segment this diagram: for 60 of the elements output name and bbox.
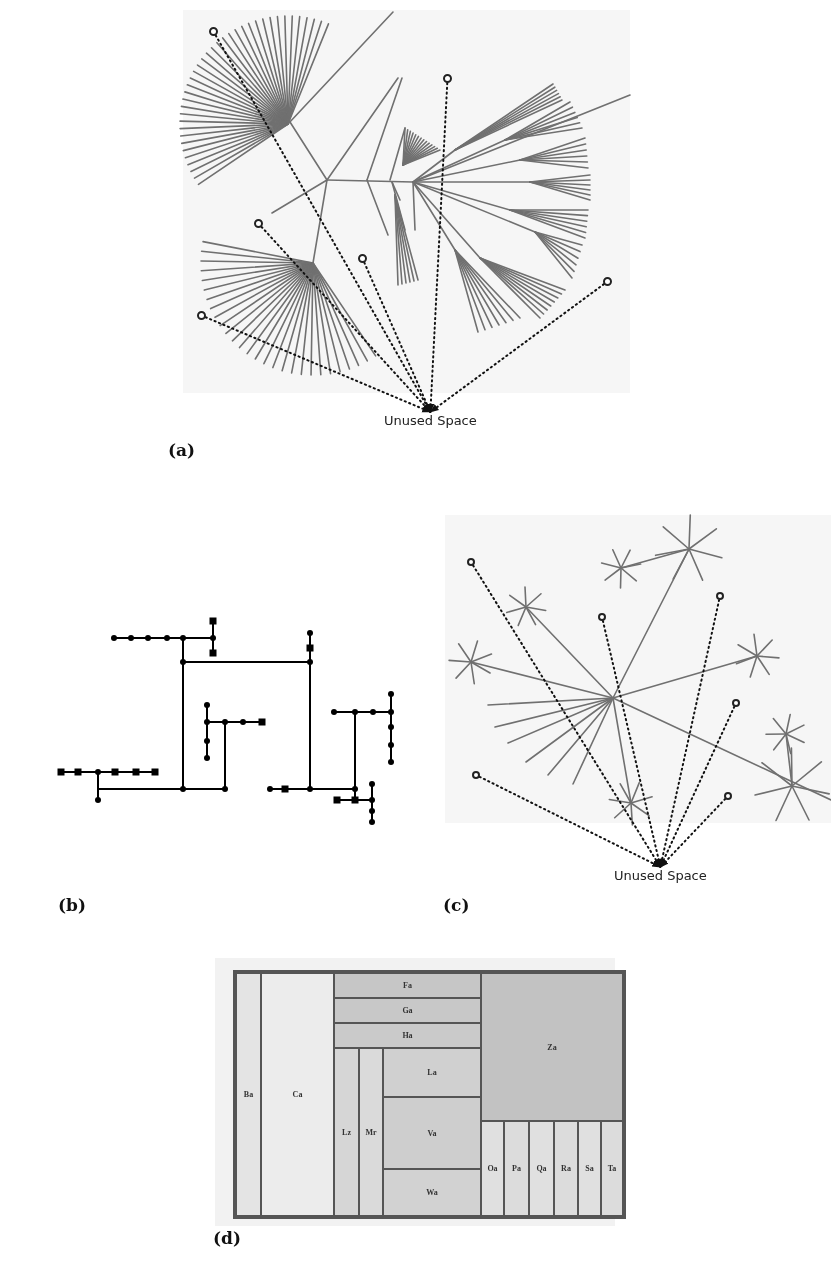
panel-label: (b) bbox=[58, 895, 86, 915]
treemap-cell bbox=[529, 1121, 554, 1216]
dotted-arrow bbox=[478, 775, 662, 868]
cell-label: Mr bbox=[365, 1127, 377, 1137]
marker-circle bbox=[443, 74, 452, 83]
treemap-cell bbox=[334, 998, 481, 1023]
cell-label: Ra bbox=[561, 1164, 571, 1173]
cell-label: Sa bbox=[585, 1164, 594, 1173]
treemap-cell bbox=[383, 1097, 481, 1169]
treemap-cell bbox=[334, 1048, 359, 1216]
cell-label: Ta bbox=[607, 1164, 617, 1173]
cell-label: Va bbox=[427, 1128, 437, 1138]
cell-label: Oa bbox=[487, 1164, 498, 1173]
cell-label: La bbox=[427, 1068, 437, 1077]
node-label: Unused Space bbox=[614, 868, 707, 883]
marker-circle bbox=[603, 277, 612, 286]
cell-label: Ha bbox=[402, 1031, 413, 1040]
treemap-cell bbox=[481, 1121, 504, 1216]
treemap-cell bbox=[554, 1121, 578, 1216]
treemap-cell bbox=[383, 1169, 481, 1216]
treemap-cell bbox=[481, 973, 623, 1121]
cell-label: Pa bbox=[512, 1164, 521, 1173]
marker-circle bbox=[197, 311, 206, 320]
treemap-cell bbox=[383, 1048, 481, 1097]
marker-circle bbox=[724, 792, 732, 800]
panel-label: (d) bbox=[213, 1228, 241, 1248]
marker-circle bbox=[598, 613, 606, 621]
marker-circle bbox=[358, 254, 367, 263]
treemap-frame bbox=[233, 970, 626, 1219]
marker-circle bbox=[209, 27, 218, 36]
dotted-arrow bbox=[429, 283, 605, 413]
treemap-cell bbox=[504, 1121, 529, 1216]
marker-circle bbox=[732, 699, 740, 707]
treemap-cell bbox=[261, 973, 334, 1216]
cell-label: Ba bbox=[243, 1090, 254, 1099]
cell-label: Wa bbox=[426, 1188, 438, 1197]
dotted-arrow bbox=[363, 261, 432, 413]
cell-label: Ga bbox=[402, 1006, 413, 1015]
marker-circle bbox=[716, 592, 724, 600]
cell-label: Za bbox=[547, 1042, 557, 1052]
treemap-cell bbox=[601, 1121, 623, 1216]
treemap-cell bbox=[236, 973, 261, 1216]
marker-circle bbox=[472, 771, 480, 779]
treemap-cell bbox=[359, 1048, 383, 1216]
cell-label: Fa bbox=[403, 981, 412, 990]
dotted-arrow bbox=[427, 82, 449, 413]
panel-label: (c) bbox=[443, 895, 470, 915]
cell-label: Lz bbox=[342, 1127, 351, 1137]
treemap-cell bbox=[578, 1121, 601, 1216]
treemap-cell bbox=[334, 1023, 481, 1048]
dotted-arrow bbox=[260, 225, 432, 413]
cell-label: Ca bbox=[292, 1090, 303, 1099]
panel-label: (a) bbox=[168, 440, 196, 460]
node-label: Unused Space bbox=[384, 413, 477, 428]
marker-circle bbox=[254, 219, 263, 228]
dotted-arrow bbox=[659, 797, 727, 868]
marker-circle bbox=[467, 558, 475, 566]
cell-label: Qa bbox=[536, 1164, 547, 1173]
dotted-arrow bbox=[204, 316, 432, 413]
treemap-cell bbox=[334, 973, 481, 998]
